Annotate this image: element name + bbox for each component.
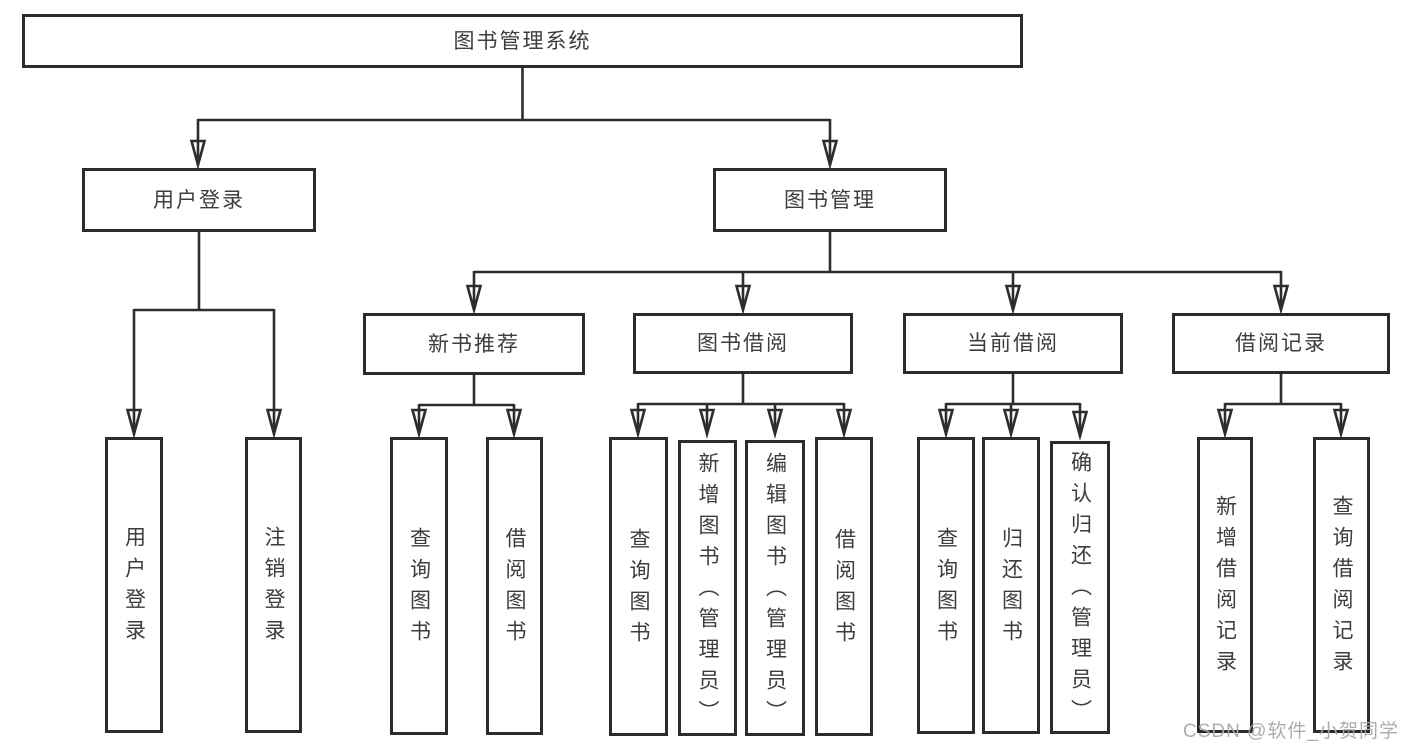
- node-cur-return: 归还图书: [982, 437, 1040, 734]
- node-cur-query: 查询图书: [917, 437, 975, 734]
- connector-borrow-to-children: [629, 374, 853, 439]
- connector-records-to-children: [1216, 374, 1350, 439]
- node-nb-query: 查询图书: [390, 437, 448, 735]
- csdn-watermark: CSDN @软件_小贺同学: [1183, 721, 1399, 742]
- node-root: 图书管理系统: [22, 14, 1023, 68]
- node-rec-query: 查询借阅记录: [1313, 437, 1370, 733]
- node-bw-edit: 编辑图书（管理员）: [745, 440, 805, 736]
- node-new-books: 新书推荐: [363, 313, 585, 375]
- node-bw-query: 查询图书: [609, 437, 668, 736]
- connector-book-mgmt-to-level2: [465, 232, 1290, 315]
- connector-login-group-to-children: [125, 232, 283, 439]
- connector-root-to-level1: [189, 68, 839, 170]
- node-nb-borrow: 借阅图书: [486, 437, 543, 735]
- node-bw-add: 新增图书（管理员）: [678, 440, 737, 736]
- node-logout: 注销登录: [245, 437, 302, 733]
- node-rec-add: 新增借阅记录: [1197, 437, 1253, 733]
- node-login-group: 用户登录: [82, 168, 316, 232]
- node-current: 当前借阅: [903, 313, 1123, 374]
- node-book-mgmt: 图书管理: [713, 168, 947, 232]
- node-login: 用户登录: [105, 437, 163, 733]
- connector-new-books-to-children: [410, 375, 523, 439]
- node-borrow: 图书借阅: [633, 313, 853, 374]
- node-bw-borrow: 借阅图书: [815, 437, 873, 736]
- node-records: 借阅记录: [1172, 313, 1390, 374]
- node-cur-confirm: 确认归还（管理员）: [1050, 441, 1110, 734]
- connector-current-to-children: [937, 374, 1089, 441]
